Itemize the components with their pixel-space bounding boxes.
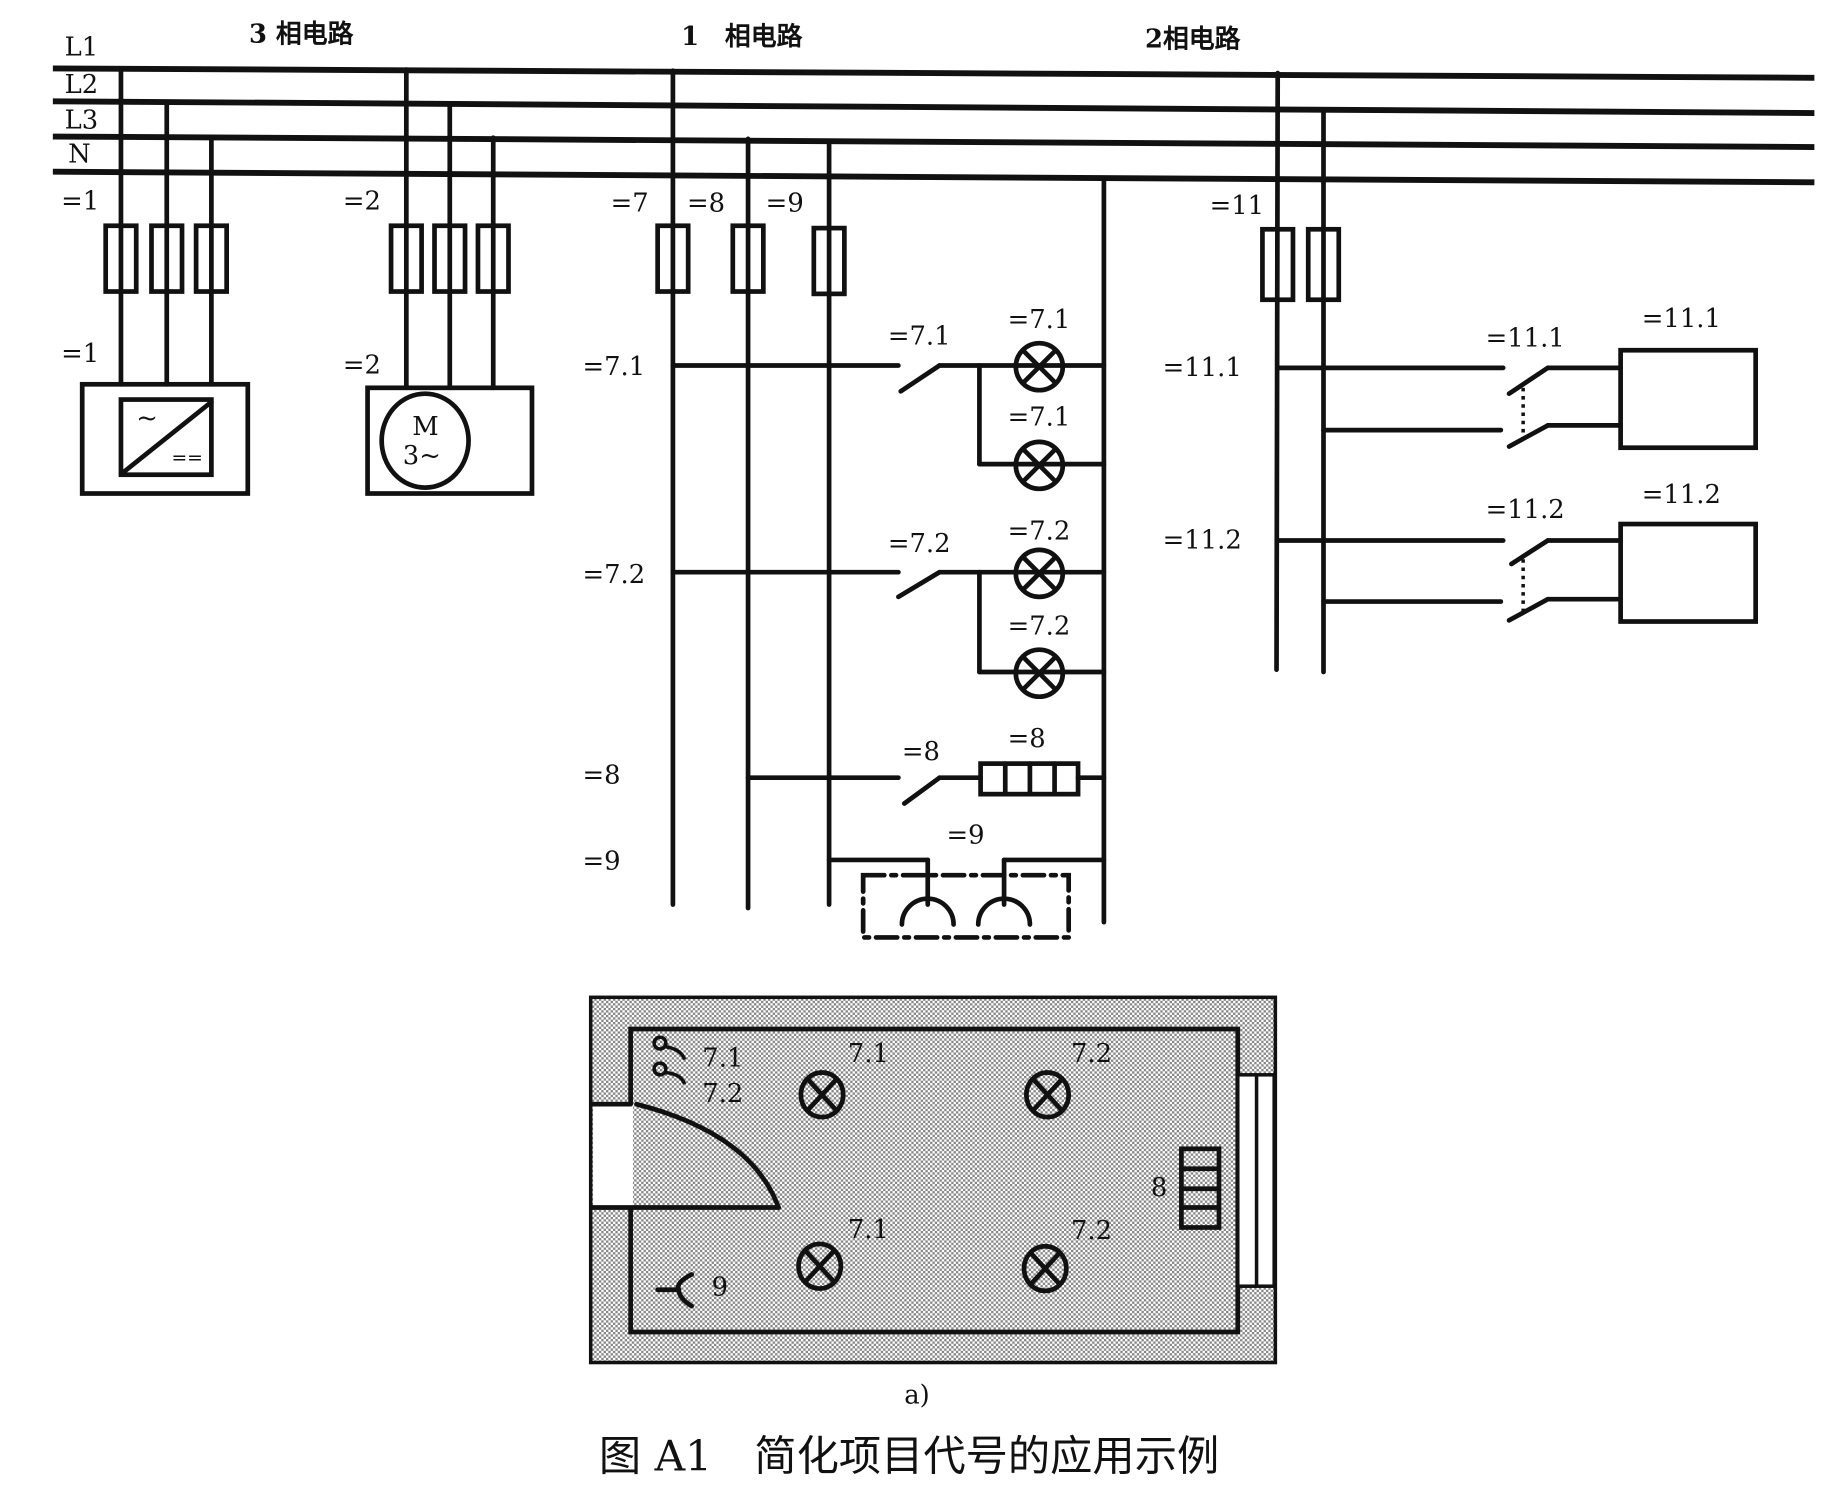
fuse	[730, 223, 766, 294]
bus-bars	[52, 65, 1815, 186]
converter-symbol	[118, 397, 214, 478]
lamp-label: 7.1	[848, 1215, 889, 1245]
bus-n	[52, 168, 1815, 186]
socket-label: =9	[947, 820, 985, 850]
motor-phase: 3~	[403, 441, 441, 471]
fuse	[655, 223, 691, 294]
door-swing	[634, 1101, 781, 1210]
circuit-one-phase: =7 =8 =9	[582, 68, 1107, 940]
switch-label: =11.1	[1486, 324, 1565, 354]
switch-icon	[652, 1035, 687, 1061]
device-label: =1	[61, 339, 99, 369]
motor-box	[365, 385, 535, 496]
row-label: =9	[582, 846, 620, 876]
lamp-label: =7.2	[1008, 611, 1071, 641]
figure-caption: 图 A1 简化项目代号的应用示例	[599, 1432, 1219, 1481]
row-label: =11.1	[1163, 353, 1242, 383]
bus-label-l1: L1	[65, 32, 99, 62]
switch-label: 7.1	[702, 1044, 743, 1074]
switch-label: =7.2	[888, 529, 951, 559]
socket-label: 9	[712, 1273, 728, 1303]
load-box	[1618, 347, 1759, 451]
fuse	[388, 223, 424, 294]
lamp-label: =7.2	[1008, 516, 1071, 546]
load-label: =11.2	[1642, 480, 1721, 510]
fuse-label: =1	[61, 186, 99, 216]
motor-m: M	[412, 412, 438, 442]
fuse	[432, 223, 468, 294]
header-three-phase: 3 相电路	[249, 19, 354, 50]
dc-symbol: ==	[171, 448, 202, 469]
bus-label-l2: L2	[65, 70, 99, 100]
fuse	[811, 225, 847, 297]
socket-icon	[860, 872, 1072, 940]
row-label: =8	[582, 761, 620, 791]
lamp-icon	[1024, 1070, 1072, 1120]
bus-l2	[52, 98, 1815, 116]
device-label: =2	[343, 351, 381, 381]
row-label: =11.2	[1163, 526, 1242, 556]
bus-label-n: N	[68, 139, 91, 169]
converter-box	[79, 381, 251, 496]
fuse-label: =8	[687, 189, 725, 219]
heater-icon	[978, 761, 1081, 797]
circuit-1: ~ == =1 =1	[61, 66, 251, 496]
header-two-phase: 2相电路	[1145, 23, 1241, 54]
circuit-11: =11 =11.1 =11.2 =11.1 =11.2 =11.1 =11.2	[1163, 70, 1759, 675]
fuse-label: =7	[611, 189, 649, 219]
lamp-label: =7.1	[1008, 402, 1071, 432]
fuse	[475, 223, 511, 294]
socket-icon	[655, 1272, 695, 1309]
lamp-icon	[798, 1070, 846, 1120]
ac-symbol: ~	[136, 404, 158, 434]
subcaption: a)	[904, 1381, 929, 1411]
lamp-label: =7.1	[1008, 305, 1071, 335]
switch-label: 7.2	[702, 1079, 743, 1109]
switch-label: =11.2	[1486, 495, 1565, 525]
lamp-label: 7.1	[848, 1039, 889, 1069]
fuse	[193, 223, 229, 294]
circuit-2: M 3~ =2 =2	[343, 67, 535, 496]
fuse	[103, 223, 139, 294]
header-one-phase: 1 相电路	[681, 21, 802, 52]
motor-circle	[379, 391, 471, 490]
lamp-icon	[1013, 547, 1066, 600]
row-label: =7.1	[582, 352, 645, 382]
fuse-label: =9	[766, 189, 804, 219]
load-box	[1618, 521, 1759, 624]
fuse	[149, 223, 185, 294]
bus-label-l3: L3	[65, 105, 99, 135]
row-label: =7.2	[582, 560, 645, 590]
heater-icon	[1179, 1146, 1222, 1230]
fuse	[1260, 226, 1296, 303]
fuse-label: =11	[1210, 191, 1265, 221]
fuse-label: =2	[343, 186, 381, 216]
load-label: =11.1	[1642, 304, 1721, 334]
floor-plan: 7.1 7.2 7.1 7.2 7.1 7.2 8	[588, 995, 1278, 1365]
lamp-label: 7.2	[1071, 1216, 1112, 1246]
bus-l1	[52, 65, 1815, 81]
switch-label: =8	[902, 737, 940, 767]
lamp-icon	[1013, 647, 1066, 700]
bus-l3	[52, 133, 1815, 151]
lamp-icon	[1021, 1243, 1069, 1294]
lamp-icon	[1013, 439, 1066, 492]
lamp-icon	[1013, 340, 1066, 393]
fuse	[1305, 226, 1342, 303]
switch-label: =7.1	[888, 321, 951, 351]
heater-label: 8	[1151, 1173, 1167, 1203]
heater-label: =8	[1008, 724, 1046, 754]
switch-icon	[652, 1061, 687, 1085]
lamp-icon	[796, 1241, 844, 1291]
lamp-label: 7.2	[1071, 1039, 1112, 1069]
